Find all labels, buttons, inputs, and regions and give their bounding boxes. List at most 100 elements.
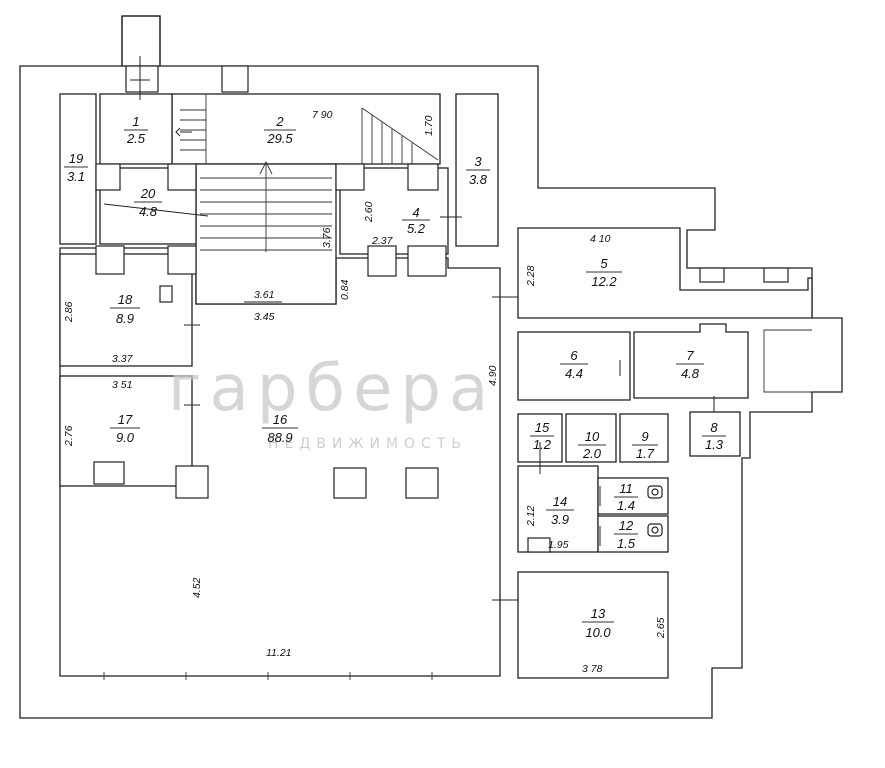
dim-3-51: 3 51: [112, 379, 132, 391]
room-7-number: 7: [686, 348, 694, 363]
room-1-area: 2.5: [126, 131, 146, 146]
room-17-number: 17: [118, 412, 133, 427]
toilet-icons: [159, 285, 663, 553]
dim-7-90: 7 90: [312, 109, 333, 121]
room-2-number: 2: [275, 114, 284, 129]
pillar: [407, 163, 439, 191]
room-18-number: 18: [118, 292, 133, 307]
room-10-area: 2.0: [582, 446, 602, 461]
pillar: [405, 467, 439, 499]
pillar: [167, 245, 197, 275]
dim-1-70: 1.70: [423, 115, 435, 136]
room-2-area: 29.5: [266, 131, 293, 146]
shaft-top: [121, 15, 161, 67]
room-16-area: 88.9: [267, 430, 292, 445]
central-stair-treads: [200, 160, 332, 252]
staircase-upper-left: [180, 94, 207, 164]
room-13-number: 13: [591, 606, 606, 621]
dim-1-95: 1.95: [548, 539, 569, 551]
room-14-number: 14: [553, 494, 567, 509]
room-15-area: 1.2: [533, 437, 552, 452]
dimension-labels: 7 90 1.70 2.60 2.37 3.76 0.84 3.61 3.45 …: [63, 109, 667, 675]
pillar: [335, 163, 365, 191]
room-8-outline: [689, 411, 741, 457]
room-19-area: 3.1: [67, 169, 85, 184]
dim-3-45: 3.45: [254, 311, 275, 323]
room-6-number: 6: [570, 348, 578, 363]
room-9-area: 1.7: [636, 446, 655, 461]
dim-4-52: 4.52: [191, 577, 203, 598]
dim-2-86: 2.86: [63, 301, 75, 323]
room-5-area: 12.2: [591, 274, 617, 289]
pillar: [367, 245, 397, 277]
pillar: [93, 461, 125, 485]
room-6-area: 4.4: [565, 366, 583, 381]
pillar: [95, 163, 121, 191]
pillar: [333, 467, 367, 499]
room-8-area: 1.3: [705, 437, 724, 452]
room-4-number: 4: [412, 205, 419, 220]
room-1-outline: [99, 93, 173, 165]
room-5-number: 5: [600, 256, 608, 271]
room-19-number: 19: [69, 151, 83, 166]
dim-11-21: 11.21: [266, 647, 292, 659]
room-13-area: 10.0: [585, 625, 611, 640]
dim-2-76: 2.76: [63, 425, 75, 447]
room-7-outline: [633, 323, 749, 399]
room-3-area: 3.8: [469, 172, 488, 187]
room-6-outline: [517, 331, 631, 401]
room-12-area: 1.5: [617, 536, 636, 551]
doors: [103, 56, 715, 614]
room-1-number: 1: [132, 114, 139, 129]
outer-boundary: [19, 15, 843, 719]
dim-3-37: 3.37: [112, 353, 134, 365]
room-3-number: 3: [474, 154, 482, 169]
room-13-outline: [517, 571, 669, 679]
room-7-area: 4.8: [681, 366, 700, 381]
dim-3-61: 3.61: [254, 289, 274, 301]
shaft-box-left: [125, 65, 159, 93]
dim-2-60: 2.60: [363, 201, 375, 223]
watermark-logo: гарбера: [168, 352, 496, 426]
room-labels: 1 2.5 2 29.5 3 3.8 4 5.2 5 12.2 6 4.4 7 …: [64, 114, 726, 640]
pillar: [175, 465, 209, 499]
room-20-area: 4.8: [139, 204, 158, 219]
room-8-number: 8: [710, 420, 718, 435]
room-2-outline: [171, 93, 441, 165]
pillar: [763, 267, 789, 283]
room-16-number: 16: [273, 412, 288, 427]
dim-2-12: 2.12: [525, 505, 537, 527]
room-14-area: 3.9: [551, 512, 569, 527]
dim-3-76: 3.76: [321, 227, 333, 248]
dim-2-28: 2.28: [525, 265, 537, 287]
pillar: [95, 245, 125, 275]
room-20-number: 20: [140, 186, 156, 201]
dim-3-78: 3 78: [582, 663, 603, 675]
room-17-area: 9.0: [116, 430, 135, 445]
room-11-area: 1.4: [617, 498, 635, 513]
watermark-subtitle: НЕДВИЖИМОСТЬ: [268, 436, 467, 452]
staircase-upper-right: [361, 107, 439, 164]
room-11-number: 11: [619, 481, 633, 496]
pillar: [407, 245, 447, 277]
pillar: [167, 163, 197, 191]
shaft-box-right: [221, 65, 249, 93]
room-5-outline: [517, 227, 813, 319]
room-9-outline: [619, 413, 669, 463]
dim-4-90: 4.90: [487, 365, 499, 386]
pillar: [699, 267, 725, 283]
room-17-outline: [59, 375, 193, 487]
dim-4-10: 4 10: [590, 233, 611, 245]
bottom-ticks: [103, 672, 433, 680]
dim-2-65: 2.65: [655, 617, 667, 639]
room-18-area: 8.9: [116, 311, 134, 326]
right-annex: [763, 329, 812, 393]
room-15-number: 15: [535, 420, 550, 435]
room-10-outline: [565, 413, 617, 463]
room-4-area: 5.2: [407, 221, 426, 236]
dim-2-37: 2.37: [371, 235, 394, 247]
room-10-number: 10: [585, 429, 600, 444]
dim-0-84: 0.84: [339, 279, 351, 300]
room-12-number: 12: [619, 518, 634, 533]
